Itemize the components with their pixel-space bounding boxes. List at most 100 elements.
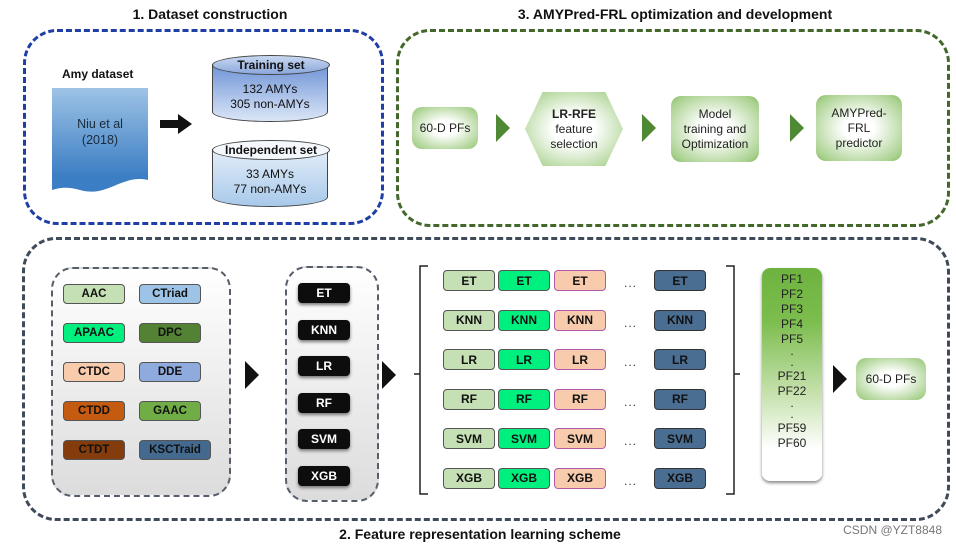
model-cell-xgb: XGB bbox=[443, 467, 495, 489]
opt-step-label: AMYPred- bbox=[831, 105, 887, 120]
classifier-xgb: XGB bbox=[298, 465, 350, 486]
classifier-svm: SVM bbox=[298, 429, 350, 449]
model-cell-xgb: XGB bbox=[498, 467, 550, 489]
training-set-title: Training set bbox=[212, 55, 330, 75]
opt-step-label: Model bbox=[698, 106, 732, 121]
model-cell-lr: LR bbox=[554, 349, 606, 370]
model-cell-lr: LR bbox=[498, 349, 550, 370]
doc-line-2: (2018) bbox=[81, 133, 119, 147]
classifier-et: ET bbox=[298, 283, 350, 303]
encoding-ctdt: CTDT bbox=[63, 440, 125, 460]
opt-step-label: selection bbox=[550, 136, 598, 151]
right-bracket bbox=[726, 265, 740, 495]
pf-item: PF5 bbox=[780, 332, 803, 346]
classifiers-panel bbox=[285, 266, 379, 502]
source-document: Niu et al (2018) bbox=[52, 88, 148, 194]
opt-step-lr-rfe: LR-RFE feature selection bbox=[525, 92, 623, 166]
optimization-section-title: 3. AMYPred-FRL optimization and developm… bbox=[517, 6, 833, 22]
pf-item: PF59 bbox=[777, 421, 807, 435]
model-cell-svm: SVM bbox=[443, 428, 495, 449]
opt-step-model-training: Model training and Optimization bbox=[671, 96, 759, 162]
output-label: 60-D PFs bbox=[865, 371, 917, 386]
training-set-cylinder: Training set 132 AMYs 305 non-AMYs bbox=[212, 55, 330, 133]
opt-step-label: 60-D PFs bbox=[419, 120, 471, 135]
encoding-aac: AAC bbox=[63, 284, 125, 304]
encoding-ctriad: CTriad bbox=[139, 284, 201, 304]
classifier-rf: RF bbox=[298, 392, 350, 413]
independent-set-title: Independent set bbox=[212, 140, 330, 160]
document-wave-edge bbox=[52, 176, 148, 192]
model-cell-xgb: XGB bbox=[654, 467, 706, 489]
encoding-gaac: GAAC bbox=[139, 401, 201, 421]
pf-item: PF60 bbox=[777, 436, 807, 450]
independent-set-cylinder: Independent set 33 AMYs 77 non-AMYs bbox=[212, 140, 330, 218]
watermark: CSDN @YZT8848 bbox=[843, 523, 942, 537]
pf-item: . bbox=[790, 344, 794, 358]
opt-step-label: feature bbox=[555, 121, 593, 136]
black-arrow-icon bbox=[833, 365, 847, 393]
left-bracket bbox=[414, 265, 428, 495]
output-60d-pfs: 60-D PFs bbox=[856, 358, 926, 400]
pf-item: . bbox=[790, 407, 794, 421]
pf-item: PF21 bbox=[777, 369, 807, 383]
matrix-ellipsis: ... bbox=[624, 276, 638, 290]
model-cell-rf: RF bbox=[443, 388, 495, 410]
pf-item: . bbox=[790, 355, 794, 369]
model-cell-knn: KNN bbox=[554, 309, 606, 331]
encoding-dpc: DPC bbox=[139, 323, 201, 343]
green-arrow-icon bbox=[496, 114, 510, 142]
dataset-section-title: 1. Dataset construction bbox=[132, 6, 288, 22]
doc-line-1: Niu et al bbox=[77, 117, 123, 131]
green-arrow-icon bbox=[790, 114, 804, 142]
model-cell-rf: RF bbox=[654, 388, 706, 410]
model-cell-svm: SVM bbox=[654, 428, 706, 449]
model-cell-svm: SVM bbox=[498, 428, 550, 449]
model-cell-lr: LR bbox=[443, 349, 495, 370]
encoding-ksctraid: KSCTraid bbox=[139, 440, 211, 460]
model-cell-rf: RF bbox=[554, 388, 606, 410]
pf-item: . bbox=[790, 396, 794, 410]
matrix-ellipsis: ... bbox=[624, 355, 638, 369]
model-cell-knn: KNN bbox=[498, 309, 550, 331]
model-cell-knn: KNN bbox=[443, 309, 495, 331]
black-arrow-icon bbox=[245, 361, 259, 389]
opt-step-bold-label: LR-RFE bbox=[552, 106, 596, 121]
pf-item: PF3 bbox=[780, 302, 803, 316]
opt-step-predictor: AMYPred- FRL predictor bbox=[816, 95, 902, 161]
right-arrow-icon bbox=[160, 114, 192, 134]
feature-learning-panel bbox=[22, 237, 950, 521]
model-cell-et: ET bbox=[498, 270, 550, 291]
model-cell-rf: RF bbox=[498, 388, 550, 410]
optimization-panel bbox=[396, 29, 950, 227]
opt-step-label: FRL bbox=[847, 120, 871, 135]
model-cell-et: ET bbox=[554, 270, 606, 291]
training-set-line: 305 non-AMYs bbox=[230, 96, 310, 111]
opt-step-60d-pfs: 60-D PFs bbox=[412, 107, 478, 149]
encoding-apaac: APAAC bbox=[63, 323, 125, 343]
encoding-ctdd: CTDD bbox=[63, 401, 125, 421]
model-cell-et: ET bbox=[443, 270, 495, 291]
model-cell-et: ET bbox=[654, 270, 706, 291]
model-cell-lr: LR bbox=[654, 349, 706, 370]
independent-set-line: 77 non-AMYs bbox=[233, 181, 307, 196]
matrix-ellipsis: ... bbox=[624, 434, 638, 448]
opt-step-label: predictor bbox=[835, 135, 883, 150]
pf-item: PF22 bbox=[777, 384, 807, 398]
classifier-lr: LR bbox=[298, 356, 350, 376]
model-cell-knn: KNN bbox=[654, 309, 706, 331]
matrix-ellipsis: ... bbox=[624, 394, 638, 409]
classifier-knn: KNN bbox=[298, 319, 350, 340]
feature-learning-section-title: 2. Feature representation learning schem… bbox=[339, 526, 621, 542]
amy-dataset-label: Amy dataset bbox=[62, 67, 134, 81]
encoding-ctdc: CTDC bbox=[63, 362, 125, 382]
encoding-dde: DDE bbox=[139, 362, 201, 382]
matrix-ellipsis: ... bbox=[624, 473, 638, 488]
model-cell-svm: SVM bbox=[554, 428, 606, 449]
matrix-ellipsis: ... bbox=[624, 315, 638, 330]
black-arrow-icon bbox=[382, 361, 396, 389]
pf-item: PF1 bbox=[780, 272, 803, 286]
green-arrow-icon bbox=[642, 114, 656, 142]
model-cell-xgb: XGB bbox=[554, 467, 606, 489]
pf-item: PF2 bbox=[780, 287, 803, 301]
